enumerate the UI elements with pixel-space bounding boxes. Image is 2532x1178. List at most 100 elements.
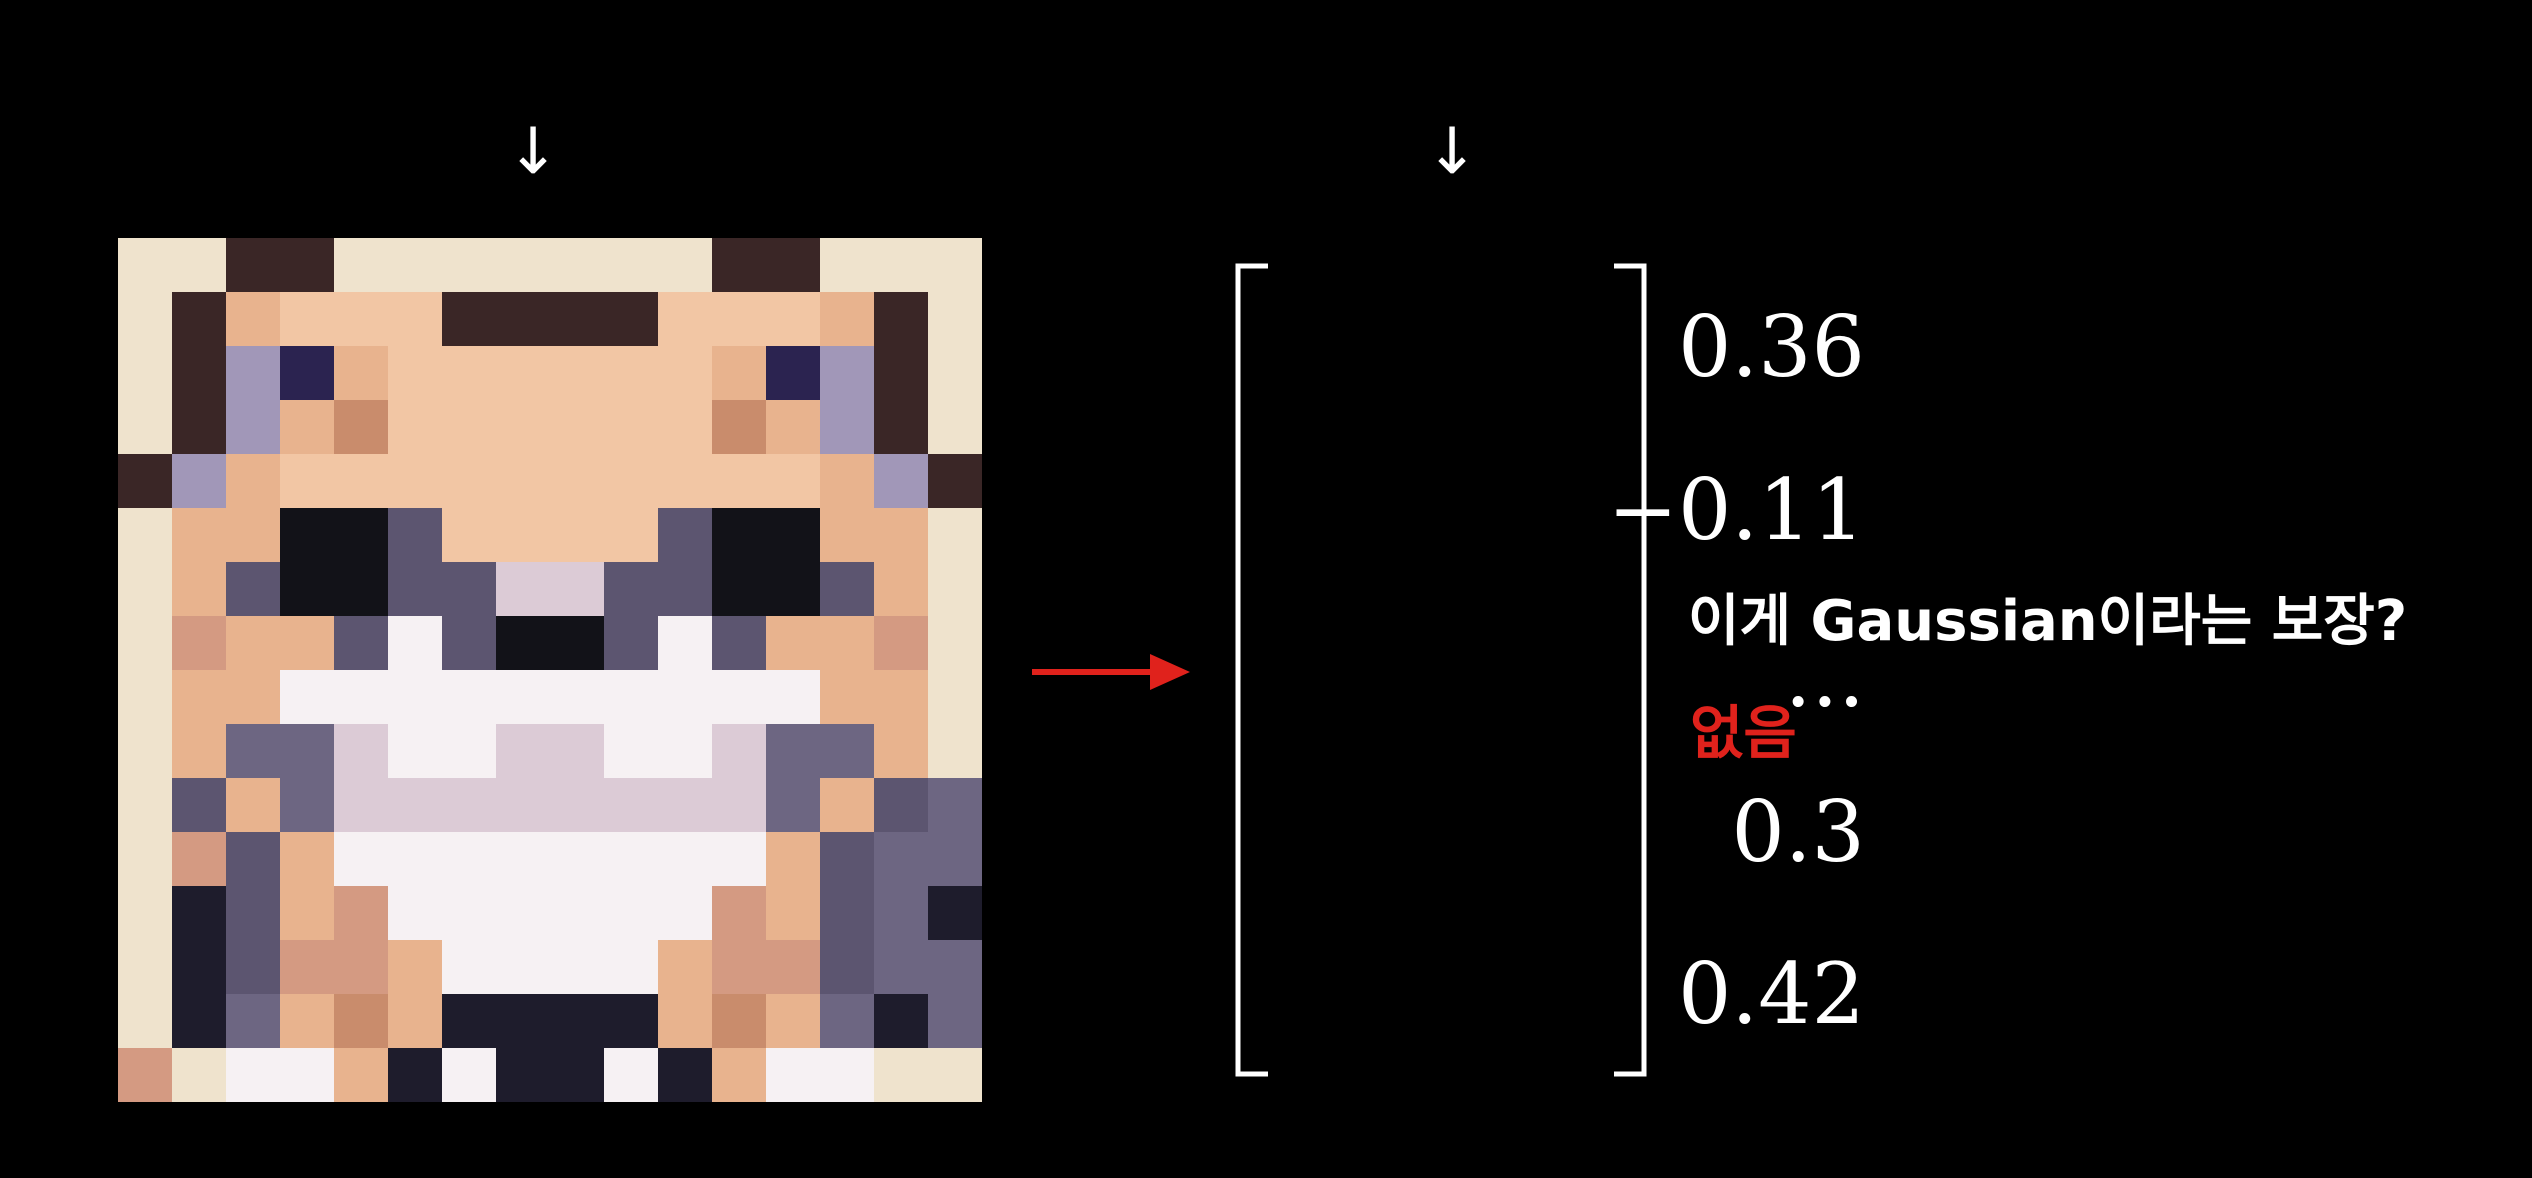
pixel-tile	[604, 346, 660, 402]
pixel-tile	[658, 724, 714, 780]
pixel-tile	[280, 778, 336, 834]
pixel-tile	[226, 832, 282, 888]
pixel-tile	[226, 1048, 282, 1102]
pixel-tile	[496, 832, 552, 888]
pixel-tile	[442, 400, 498, 456]
pixel-tile	[226, 616, 282, 672]
pixel-tile	[766, 1048, 822, 1102]
pixel-tile	[334, 508, 390, 564]
pixel-tile	[550, 454, 606, 510]
pixel-tile	[172, 562, 228, 618]
pixel-tile	[550, 508, 606, 564]
pixel-tile	[874, 670, 930, 726]
vector-entry: 0.36	[1677, 298, 1865, 396]
pixel-tile	[658, 346, 714, 402]
pixel-tile	[388, 238, 444, 294]
pixel-tile	[226, 508, 282, 564]
pixel-tile	[766, 238, 822, 294]
pixel-tile	[496, 940, 552, 996]
pixel-tile	[118, 886, 174, 942]
pixel-tile	[874, 778, 930, 834]
pixel-tile	[172, 778, 228, 834]
right-arrow-icon	[1032, 654, 1190, 690]
pixel-tile	[388, 508, 444, 564]
pixel-tile	[766, 832, 822, 888]
pixel-tile	[496, 292, 552, 348]
pixel-tile	[334, 994, 390, 1050]
pixel-tile	[928, 238, 982, 294]
pixel-tile	[820, 670, 876, 726]
pixel-tile	[604, 832, 660, 888]
pixel-tile	[658, 292, 714, 348]
pixel-tile	[388, 1048, 444, 1102]
pixel-tile	[172, 454, 228, 510]
pixel-tile	[280, 886, 336, 942]
pixel-tile	[928, 1048, 982, 1102]
pixel-tile	[658, 994, 714, 1050]
pixel-tile	[226, 562, 282, 618]
pixel-tile	[118, 724, 174, 780]
pixel-tile	[604, 724, 660, 780]
pixel-tile	[334, 400, 390, 456]
pixel-tile	[658, 400, 714, 456]
pixel-tile	[766, 400, 822, 456]
pixel-tile	[820, 346, 876, 402]
pixel-tile	[496, 616, 552, 672]
vector-entry: 0.3	[1731, 783, 1865, 881]
pixel-tile	[820, 616, 876, 672]
pixel-tile	[604, 562, 660, 618]
pixel-tile	[658, 508, 714, 564]
pixel-tile	[820, 508, 876, 564]
pixel-tile	[874, 1048, 930, 1102]
pixel-tile	[550, 562, 606, 618]
pixel-tile	[766, 454, 822, 510]
pixel-tile	[550, 292, 606, 348]
pixel-tile	[712, 1048, 768, 1102]
pixel-tile	[928, 562, 982, 618]
pixel-tile	[442, 724, 498, 780]
pixel-tile	[874, 454, 930, 510]
pixel-tile	[118, 1048, 174, 1102]
pixel-tile	[442, 886, 498, 942]
vector-brackets	[1235, 263, 1647, 1077]
pixel-tile	[496, 724, 552, 780]
pixel-tile	[118, 778, 174, 834]
pixel-tile	[118, 832, 174, 888]
pixel-tile	[820, 886, 876, 942]
pixel-tile	[712, 832, 768, 888]
pixel-tile	[118, 346, 174, 402]
pixel-tile	[550, 994, 606, 1050]
pixel-tile	[928, 670, 982, 726]
pixel-tile	[172, 940, 228, 996]
pixel-tile	[550, 886, 606, 942]
pixel-tile	[766, 724, 822, 780]
pixel-tile	[172, 238, 228, 294]
pixel-tile	[442, 454, 498, 510]
pixel-tile	[442, 508, 498, 564]
pixel-tile	[820, 1048, 876, 1102]
pixel-tile	[604, 400, 660, 456]
pixel-tile	[118, 508, 174, 564]
pixel-tile	[658, 1048, 714, 1102]
pixel-tile	[118, 238, 174, 294]
pixel-tile	[388, 400, 444, 456]
pixel-tile	[172, 832, 228, 888]
pixel-tile	[604, 238, 660, 294]
pixel-tile	[280, 994, 336, 1050]
pixel-tile	[496, 346, 552, 402]
pixel-tile	[442, 292, 498, 348]
pixel-tile	[442, 670, 498, 726]
pixel-tile	[874, 508, 930, 564]
pixel-tile	[226, 778, 282, 834]
pixel-tile	[334, 940, 390, 996]
pixel-tile	[388, 454, 444, 510]
pixel-tile	[550, 670, 606, 726]
pixel-tile	[604, 778, 660, 834]
pixel-tile	[280, 346, 336, 402]
pixel-tile	[550, 616, 606, 672]
pixel-tile	[712, 292, 768, 348]
pixel-tile	[118, 562, 174, 618]
pixel-tile	[874, 292, 930, 348]
pixel-tile	[658, 886, 714, 942]
pixel-tile	[118, 400, 174, 456]
